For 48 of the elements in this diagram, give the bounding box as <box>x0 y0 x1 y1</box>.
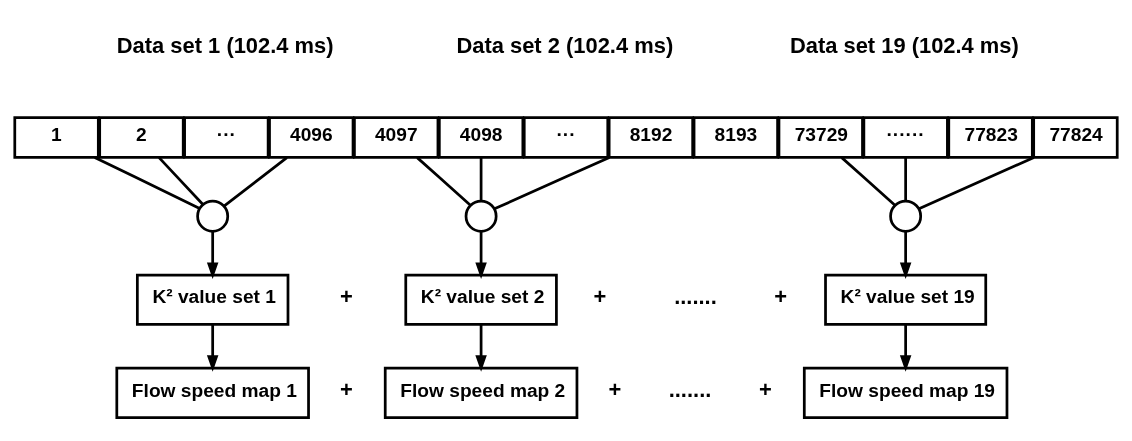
label: Data set 2 (102.4 ms) <box>456 32 674 58</box>
label: Data set 19 (102.4 ms) <box>789 32 1019 58</box>
node-box: ······ <box>862 115 949 159</box>
node-box: K² value set 2 <box>404 273 558 326</box>
node-box: 4096 <box>268 115 355 159</box>
connector <box>158 156 204 205</box>
node-box: 8192 <box>607 115 695 159</box>
node-box: 8193 <box>692 115 779 159</box>
arrow <box>475 230 487 279</box>
node-box: ··· <box>522 115 610 159</box>
connector <box>223 156 288 207</box>
node-box: 77824 <box>1032 115 1119 159</box>
node-circle <box>464 199 498 233</box>
label: Data set 1 (102.4 ms) <box>116 32 334 58</box>
arrow <box>206 324 219 372</box>
node-box: 4098 <box>437 115 525 159</box>
label: ....... <box>668 376 712 402</box>
node-box: K² value set 1 <box>136 273 290 326</box>
connector <box>918 155 1035 210</box>
node-circle <box>889 199 923 233</box>
node-box: Flow speed map 1 <box>115 366 310 419</box>
connector <box>904 157 907 201</box>
arrow <box>475 324 487 372</box>
node-box: Flow speed map 19 <box>802 366 1009 419</box>
label: + <box>593 283 607 309</box>
connector <box>493 155 610 210</box>
node-box: ··· <box>183 115 270 159</box>
label: + <box>340 376 353 402</box>
node-box: 1 <box>13 115 100 159</box>
arrow <box>899 324 912 372</box>
node-box: Flow speed map 2 <box>383 366 579 419</box>
node-box: 73729 <box>777 115 864 159</box>
node-box: 4097 <box>353 115 440 159</box>
arrow <box>899 230 912 279</box>
label: + <box>774 283 787 309</box>
label: + <box>340 283 353 309</box>
connector <box>479 157 483 201</box>
label: + <box>608 376 622 402</box>
connector <box>416 156 472 206</box>
connector <box>840 156 896 206</box>
node-box: K² value set 19 <box>824 273 988 326</box>
node-box: 2 <box>98 115 185 159</box>
arrow <box>206 230 219 279</box>
node-box: 77823 <box>947 115 1034 159</box>
node-circle <box>196 199 230 233</box>
connector <box>94 155 201 210</box>
label: ....... <box>674 283 717 309</box>
label: + <box>759 376 772 402</box>
